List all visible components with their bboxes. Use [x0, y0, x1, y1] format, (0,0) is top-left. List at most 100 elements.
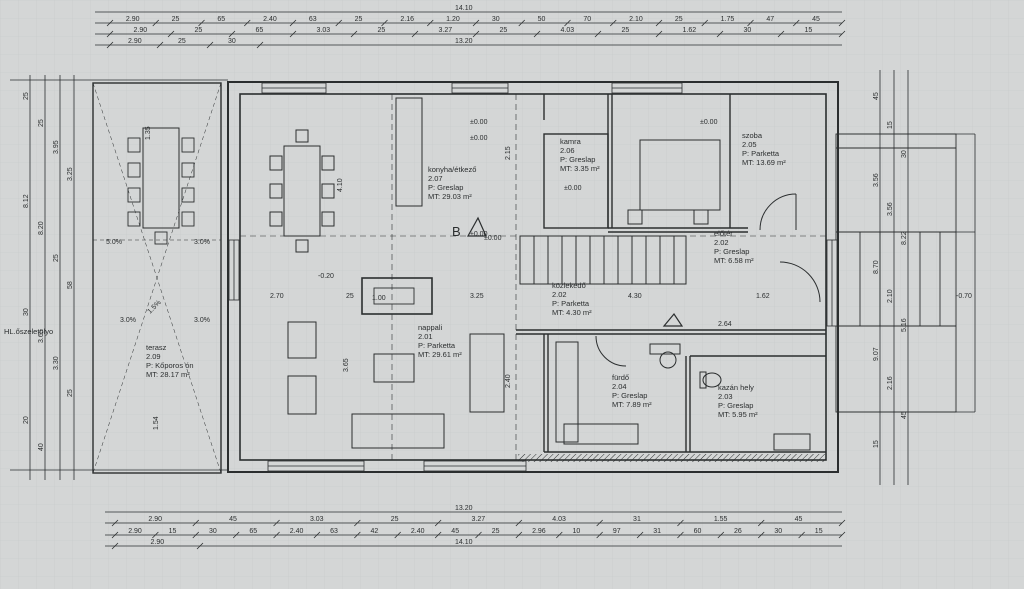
dimension-tick — [555, 531, 563, 539]
bottom-dimension-value: 3.27 — [472, 516, 486, 523]
room-area: MT: 13.69 m² — [742, 158, 786, 167]
dimension-tick — [394, 531, 402, 539]
left-dimension-value: 3.25 — [67, 167, 74, 181]
dimension-tick — [167, 30, 175, 38]
top-dimension-value: 25 — [675, 16, 683, 23]
bottom-dimension-value: 15 — [815, 528, 823, 535]
room-number: 2.05 — [742, 140, 757, 149]
bottom-dimension-value: 30 — [209, 528, 217, 535]
dimension-tick — [335, 19, 343, 27]
dimension-value: 3.65 — [343, 358, 350, 372]
bottom-dimension-value: 25 — [391, 516, 399, 523]
dimension-tick — [243, 19, 251, 27]
room-number: 2.06 — [560, 146, 575, 155]
bottom-dimension-value: 2.90 — [148, 516, 162, 523]
interior-walls — [361, 94, 826, 453]
top-dimension-value: 25 — [195, 27, 203, 34]
dimension-tick — [757, 531, 765, 539]
dimension-value: 1.54 — [153, 416, 160, 430]
room-number: 2.04 — [612, 382, 627, 391]
wall-hatch — [518, 454, 826, 462]
dimension-tick — [717, 531, 725, 539]
dimension-tick — [475, 531, 482, 539]
section-marker-label: B — [452, 224, 461, 239]
dimension-tick — [289, 30, 297, 38]
top-total-dimension: 14.10 — [455, 5, 473, 12]
left-dimension-value: 3.95 — [53, 140, 60, 154]
bottom-dimension-value: 3.03 — [310, 516, 324, 523]
left-dimension-value: 25 — [23, 92, 30, 100]
dimension-tick — [152, 531, 159, 539]
room-area: MT: 3.35 m² — [560, 164, 600, 173]
right-dimension-value: 15 — [887, 121, 894, 129]
bottom-dimension-value: 45 — [229, 516, 237, 523]
dimension-tick — [196, 542, 204, 550]
dimension-tick — [206, 41, 214, 49]
dimension-value: 2.64 — [718, 321, 732, 328]
bottom-dimension-value: 31 — [633, 516, 641, 523]
top-dimension-value: 1.20 — [446, 16, 460, 23]
room-name: előtér — [714, 229, 733, 238]
room-area: MT: 28.17 m² — [146, 370, 190, 379]
dimension-tick — [564, 19, 571, 27]
room-number: 2.03 — [718, 392, 733, 401]
dimension-tick — [838, 30, 846, 38]
left-dimension-value: 58 — [67, 281, 74, 289]
dimension-tick — [228, 30, 236, 38]
top-dimension-value: 2.10 — [629, 16, 643, 23]
room-area: MT: 4.30 m² — [552, 308, 592, 317]
room-number: 2.02 — [552, 290, 567, 299]
dimension-value: 1.35 — [145, 126, 152, 140]
dimension-value: 3.0% — [194, 239, 210, 246]
bottom-dimension-value: 31 — [653, 528, 661, 535]
top-dimension-value: 50 — [538, 16, 546, 23]
dimension-tick — [596, 519, 603, 527]
room-floor: P: Parketta — [742, 149, 780, 158]
left-dimension-value: 25 — [67, 389, 74, 397]
top-dimension-value: 65 — [256, 27, 264, 34]
dimension-tick — [289, 19, 297, 27]
right-dimension-value: 8.22 — [901, 231, 908, 245]
top-dimension-value: 63 — [309, 16, 317, 23]
top-dimension-value: 2.40 — [263, 16, 277, 23]
bottom-dimension-value: 2.40 — [411, 528, 425, 535]
dimension-tick — [111, 519, 119, 527]
room-name: konyha/étkező — [428, 165, 476, 174]
room-floor: P: Parketta — [552, 299, 590, 308]
bottom-dimension-value: 2.96 — [532, 528, 546, 535]
dimension-tick — [838, 19, 846, 27]
top-dimension-value: 65 — [217, 16, 225, 23]
top-dimension-value: 1.62 — [683, 27, 697, 34]
bottom-dimension-value: 45 — [795, 516, 803, 523]
dimension-tick — [636, 531, 644, 539]
dimension-value: 5.0% — [106, 239, 122, 246]
dimension-tick — [798, 531, 805, 539]
top-dimension-value: 25 — [622, 27, 630, 34]
dimension-tick — [106, 30, 114, 38]
room-floor: P: Greslap — [718, 401, 753, 410]
dimension-tick — [838, 519, 846, 527]
right-steps — [835, 133, 957, 413]
bottom-dimension-chains — [105, 511, 846, 550]
level-mark: ±0.00 — [484, 235, 502, 242]
left-dimension-value: 3.30 — [53, 356, 60, 370]
room-name: kazán hely — [718, 383, 754, 392]
top-dimension-value: 15 — [805, 27, 813, 34]
dimension-value: 3.0% — [194, 317, 210, 324]
dimension-tick — [747, 19, 754, 27]
left-dimension-value: 25 — [38, 119, 45, 127]
dimension-tick — [701, 19, 709, 27]
dimension-value: 2.15 — [505, 146, 512, 160]
dimension-tick — [533, 30, 541, 38]
top-dimension-value: 2.16 — [400, 16, 414, 23]
top-dimension-value: 30 — [228, 38, 236, 45]
dimension-tick — [434, 519, 442, 527]
bottom-total-dimension: 13.20 — [455, 505, 473, 512]
